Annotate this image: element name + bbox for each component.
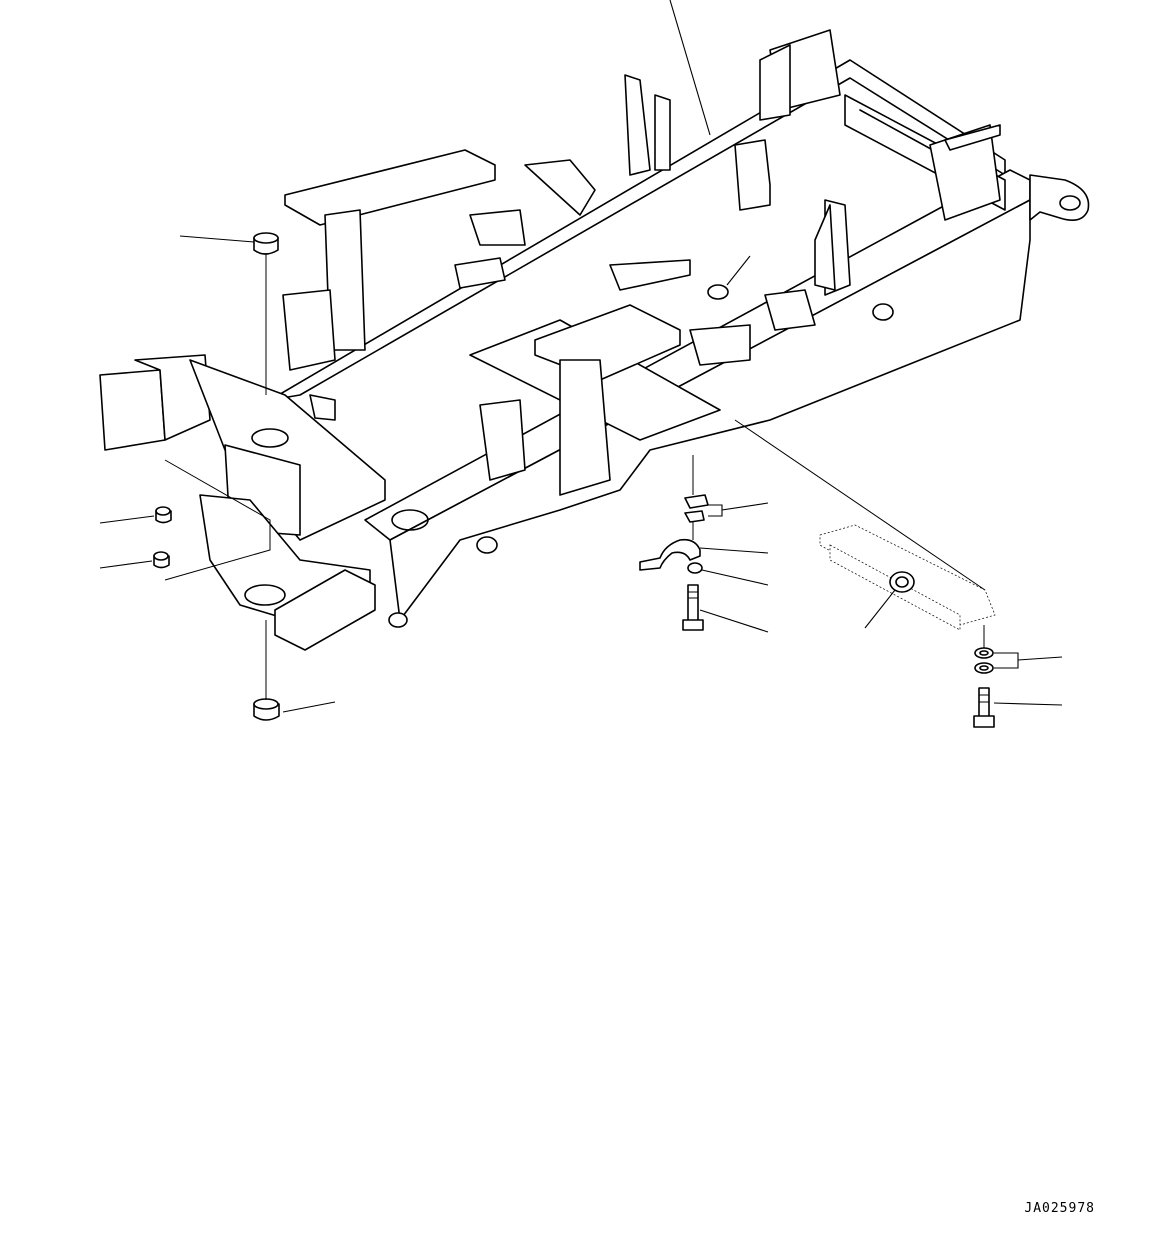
rear-brackets (624, 29, 1001, 296)
mounting-plates (284, 149, 751, 496)
cushion-bottom (253, 698, 280, 721)
bolt (682, 584, 704, 631)
cushion-parts (153, 232, 280, 721)
drawing-code: JA025978 (1024, 1201, 1095, 1216)
axle-support-beam (734, 419, 996, 631)
stopper-upper (155, 506, 172, 524)
clamp-stack (639, 455, 709, 631)
cushion-top (253, 232, 279, 255)
rear-hitch-eye (1029, 174, 1090, 221)
right-fastener-stack (973, 625, 995, 728)
clamp (639, 538, 701, 571)
frame-bushings (282, 284, 894, 628)
plate-clip (684, 494, 709, 509)
stopper-lower (153, 551, 170, 569)
front-hitch (99, 354, 429, 651)
leader-lines (99, 0, 1063, 713)
washer (687, 562, 703, 574)
